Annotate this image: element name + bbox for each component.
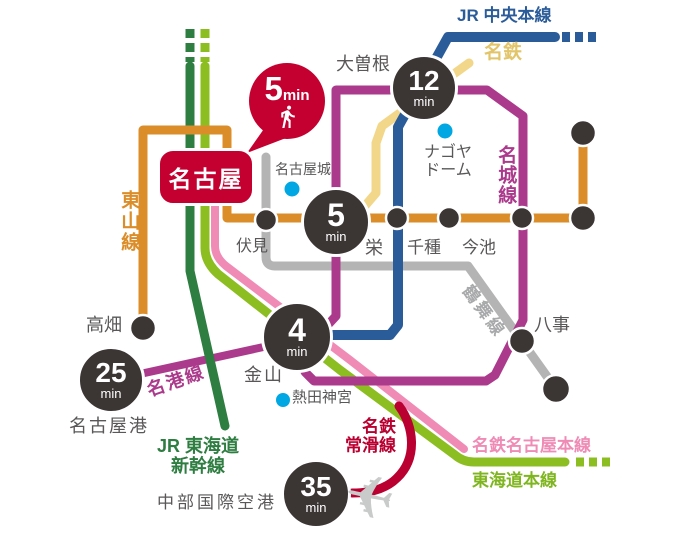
time-value: 35 (300, 471, 332, 503)
nagoya-station-badge: 名古屋 (157, 148, 255, 206)
shinkansen-label-line1: JR 東海道 (156, 436, 239, 456)
time-value: 25 (95, 357, 127, 389)
time-badge-centrair: 35 min (281, 459, 351, 529)
time-unit: min (413, 93, 435, 109)
line-label-higashiyama: 東山線 (118, 190, 140, 253)
line-label-meijo: 名城線 (495, 145, 517, 205)
station-dot-imaike (436, 205, 462, 231)
time-badge-ozone: 12 min (390, 54, 458, 122)
time-value: 5 (327, 196, 345, 233)
time-value: 12 (408, 65, 440, 97)
station-dot-fushimi (253, 207, 279, 233)
walking-person-icon (280, 105, 295, 128)
landmark-label-nagoya-dome: ナゴヤ ドーム (422, 144, 474, 179)
meiko-line-path (136, 342, 272, 378)
tokoname-label-line2: 常滑線 (345, 436, 396, 456)
nagoya-castle-dot (284, 181, 300, 197)
time-badge-nagoya-port: 25 min (77, 346, 145, 414)
station-label-ozone: 大曽根 (336, 54, 390, 74)
nagoya-dome-dot (437, 123, 453, 139)
station-dot-takabata (128, 313, 158, 343)
station-dot-higashiyama-corner (568, 203, 598, 233)
station-label-nagoya-port: 名古屋港 (69, 416, 149, 436)
line-label-tokoname: 名鉄 常滑線 (328, 417, 396, 455)
station-dot-meijo-cross (509, 205, 535, 231)
nagoya-dome-line2: ドーム (424, 161, 472, 179)
meitetsu-main-line-path (211, 196, 468, 453)
landmark-label-nagoya-castle: 名古屋城 (275, 161, 331, 177)
tokoname-line-path (347, 401, 416, 498)
line-label-meitetsu-main: 名鉄名古屋本線 (472, 436, 591, 455)
time-value: 4 (288, 311, 306, 348)
tokaido-line-path (200, 61, 570, 467)
walk-time-value: 5 (264, 69, 283, 107)
time-unit: min (286, 344, 308, 360)
station-dot-yagoto (507, 326, 537, 356)
station-label-kanayama: 金山 (244, 365, 284, 385)
station-dot-chikusa (384, 205, 410, 231)
line-label-jr-chuo: JR 中央本線 (457, 6, 552, 25)
line-label-shinkansen: JR 東海道 新幹線 (150, 436, 246, 476)
time-unit: min (100, 385, 122, 401)
station-label-centrair: 中部国際空港 (157, 493, 277, 512)
nagoya-station-label: 名古屋 (168, 166, 244, 192)
time-unit: min (325, 229, 347, 245)
atsuta-shrine-dot (276, 393, 290, 407)
walk-time-unit: min (282, 86, 310, 104)
landmark-label-atsuta-shrine: 熱田神宮 (292, 389, 353, 406)
time-badge-kanayama: 4 min (261, 301, 333, 373)
station-label-imaike: 今池 (462, 238, 496, 257)
station-dot-tsurumai-end (540, 373, 572, 405)
shinkansen-label-line2: 新幹線 (171, 456, 225, 477)
station-label-chikusa: 千種 (407, 238, 441, 257)
station-dot-higashiyama-end (568, 118, 598, 148)
time-unit: min (305, 499, 327, 515)
station-label-takabata: 高畑 (86, 315, 122, 335)
station-label-sakae: 栄 (365, 238, 383, 258)
station-label-yagoto: 八事 (534, 315, 570, 335)
tsurumai-line-path (261, 152, 561, 394)
line-label-tokaido: 東海道本線 (472, 471, 557, 490)
time-badge-sakae: 5 min (301, 187, 371, 257)
station-label-fushimi: 伏見 (236, 238, 269, 255)
nagoya-dome-line1: ナゴヤ (423, 144, 472, 161)
line-label-meitetsu-seto: 名鉄 (484, 42, 523, 63)
meijo-line-path (300, 85, 528, 386)
tokoname-label-line1: 名鉄 (362, 417, 396, 436)
